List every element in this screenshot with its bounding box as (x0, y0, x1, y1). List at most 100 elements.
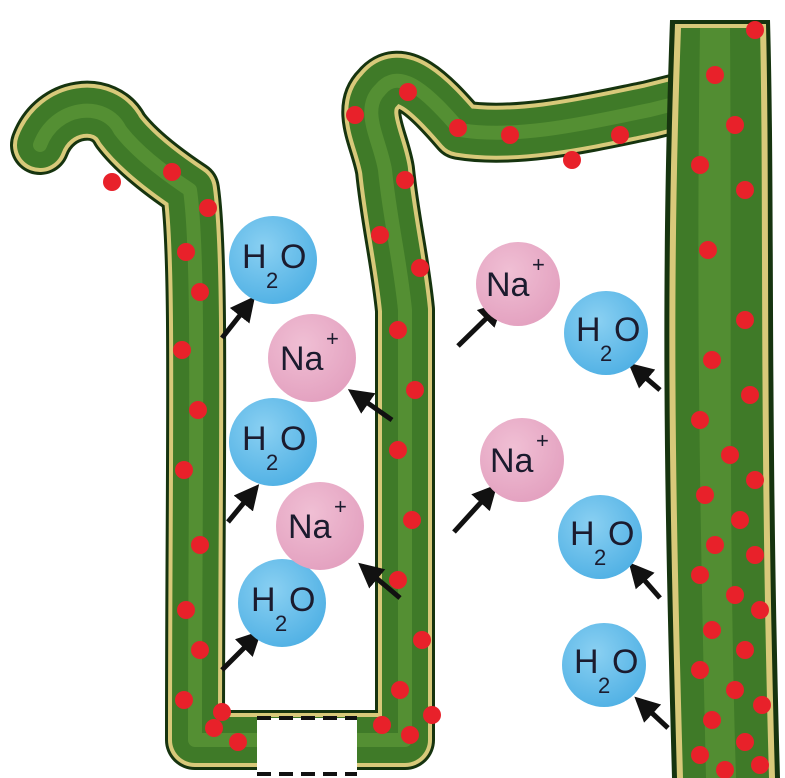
solute-dot (706, 66, 724, 84)
water-molecule: H 2 O (229, 216, 317, 304)
arrow-sodium-4 (452, 484, 498, 534)
solute-dot (726, 116, 744, 134)
solute-dot (721, 446, 739, 464)
solute-dot (726, 681, 744, 699)
arrow-water-6 (634, 696, 670, 730)
water-label-sub: 2 (594, 545, 606, 570)
water-molecule: H 2 O (238, 559, 326, 647)
solute-dot (691, 566, 709, 584)
solute-dot (736, 181, 754, 199)
solute-dot (191, 536, 209, 554)
sodium-charge: + (532, 252, 545, 277)
water-label-sub: 2 (275, 611, 287, 636)
solute-dot (199, 199, 217, 217)
solute-dot (389, 321, 407, 339)
sodium-label: Na (486, 266, 530, 304)
solute-dot (703, 621, 721, 639)
water-molecule: H 2 O (558, 495, 642, 579)
arrow-sodium-2 (358, 562, 402, 600)
solute-dot (731, 511, 749, 529)
solute-dot (746, 21, 764, 39)
solute-dot (175, 691, 193, 709)
solute-dot (177, 243, 195, 261)
solute-dot (346, 106, 364, 124)
solute-dot (373, 716, 391, 734)
water-label-o: O (608, 515, 634, 553)
solute-dot (191, 283, 209, 301)
arrow-water-2 (226, 484, 260, 524)
solute-dot (741, 386, 759, 404)
solute-dot (703, 711, 721, 729)
solute-dot (229, 733, 247, 751)
solute-dot (691, 661, 709, 679)
tubules (10, 20, 780, 778)
collecting-duct (664, 20, 780, 778)
water-label-o: O (614, 311, 640, 349)
sodium-label: Na (288, 508, 332, 546)
solute-dot (177, 601, 195, 619)
solute-dot (191, 641, 209, 659)
loop-bottom-gap (257, 716, 357, 778)
solute-dot (449, 119, 467, 137)
sodium-ion: Na + (476, 242, 560, 326)
solute-dot (716, 761, 734, 778)
sodium-ion: Na + (276, 482, 364, 570)
water-label-h: H (242, 238, 267, 276)
water-label-h: H (576, 311, 601, 349)
solute-dot (389, 441, 407, 459)
solute-dot (399, 83, 417, 101)
water-label-sub: 2 (598, 673, 610, 698)
water-label-sub: 2 (600, 341, 612, 366)
solute-dot (726, 586, 744, 604)
solute-dots (103, 21, 771, 778)
sodium-label: Na (280, 340, 324, 378)
solute-dot (163, 163, 181, 181)
solute-dot (103, 173, 121, 191)
water-label-o: O (280, 238, 306, 276)
solute-dot (736, 311, 754, 329)
arrow-sodium-1 (347, 389, 394, 423)
solute-dot (189, 401, 207, 419)
solute-dot (736, 641, 754, 659)
solute-dot (411, 259, 429, 277)
solute-dot (413, 631, 431, 649)
solute-dot (371, 226, 389, 244)
solute-dot (753, 696, 771, 714)
solute-dot (746, 471, 764, 489)
solute-dot (699, 241, 717, 259)
solute-dot (751, 601, 769, 619)
arrow-water-4 (628, 362, 662, 392)
water-label-o: O (289, 581, 315, 619)
water-label-h: H (242, 420, 267, 458)
solute-dot (691, 746, 709, 764)
solute-dot (706, 536, 724, 554)
water-label-h: H (251, 581, 276, 619)
molecules: H 2 O H 2 O H 2 O H 2 O H 2 (229, 216, 648, 707)
solute-dot (563, 151, 581, 169)
solute-dot (396, 171, 414, 189)
water-molecule: H 2 O (229, 398, 317, 486)
arrow-water-5 (628, 562, 662, 600)
solute-dot (403, 511, 421, 529)
water-label-o: O (280, 420, 306, 458)
solute-dot (736, 733, 754, 751)
movement-arrows (220, 296, 670, 730)
solute-dot (391, 681, 409, 699)
sodium-charge: + (334, 494, 347, 519)
sodium-charge: + (536, 428, 549, 453)
solute-dot (691, 411, 709, 429)
solute-dot (501, 126, 519, 144)
solute-dot (175, 461, 193, 479)
solute-dot (611, 126, 629, 144)
solute-dot (205, 719, 223, 737)
solute-dot (696, 486, 714, 504)
sodium-ion: Na + (480, 418, 564, 502)
water-molecule: H 2 O (562, 623, 646, 707)
sodium-charge: + (326, 326, 339, 351)
sodium-label: Na (490, 442, 534, 480)
solute-dot (423, 706, 441, 724)
water-label-sub: 2 (266, 268, 278, 293)
water-label-h: H (570, 515, 595, 553)
sodium-ion: Na + (268, 314, 356, 402)
